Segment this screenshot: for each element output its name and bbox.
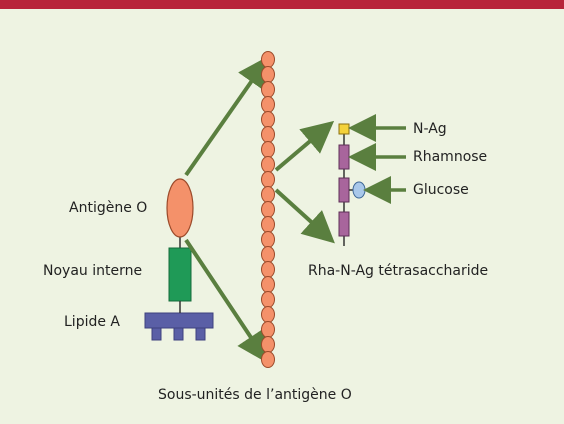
label-core: Noyau interne	[43, 263, 143, 279]
subunit-bead	[261, 111, 275, 128]
subunit-bead	[261, 231, 275, 248]
subunit-bead	[261, 351, 275, 368]
subunit-bead	[261, 156, 275, 173]
label-rhamnose: Rhamnose	[413, 149, 488, 165]
arrow-antigen-to-chain-top	[184, 55, 270, 177]
subunit-bead	[261, 201, 275, 218]
lipid-a-shape	[144, 312, 214, 341]
subunit-chain	[261, 51, 275, 368]
n-ag-square	[338, 123, 350, 135]
label-lipid-a: Lipide A	[64, 314, 120, 330]
label-subunits: Sous-unités de l’antigène O	[158, 387, 352, 403]
glucose-ellipse	[352, 181, 366, 199]
arrow-chain-to-tetra-bottom	[274, 188, 335, 244]
label-tetrasaccharide: Rha-N-Ag tétrasaccharide	[308, 263, 489, 279]
subunit-bead	[261, 246, 275, 263]
subunit-bead	[261, 171, 275, 188]
label-glucose: Glucose	[413, 182, 469, 198]
subunit-bead	[261, 66, 275, 83]
label-n-ag: N-Ag	[413, 121, 447, 137]
subunit-bead	[261, 276, 275, 293]
subunit-bead	[261, 321, 275, 338]
subunit-bead	[261, 336, 275, 353]
rhamnose-block-2	[338, 177, 350, 203]
arrow-antigen-to-chain-bottom	[184, 238, 269, 364]
rhamnose-block-3	[338, 211, 350, 237]
subunit-bead	[261, 141, 275, 158]
arrow-chain-to-tetra-top	[274, 120, 335, 172]
subunit-bead	[261, 51, 275, 68]
subunit-bead	[261, 96, 275, 113]
antigen-o-ellipse	[166, 178, 194, 238]
subunit-bead	[261, 261, 275, 278]
core-rectangle	[168, 247, 192, 302]
subunit-bead	[261, 81, 275, 98]
subunit-bead	[261, 186, 275, 203]
rhamnose-block-1	[338, 144, 350, 170]
header-bar	[0, 0, 564, 9]
subunit-bead	[261, 291, 275, 308]
label-antigen-o: Antigène O	[69, 200, 148, 216]
subunit-bead	[261, 126, 275, 143]
subunit-bead	[261, 306, 275, 323]
subunit-bead	[261, 216, 275, 233]
